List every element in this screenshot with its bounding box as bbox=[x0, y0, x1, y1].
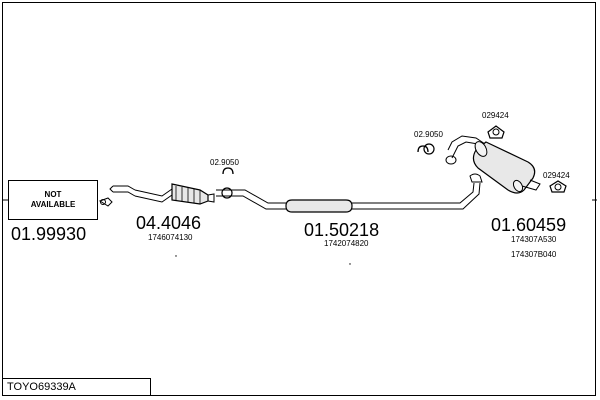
middle-silencer bbox=[216, 173, 483, 213]
rear-silencer bbox=[423, 135, 541, 194]
catalytic-part-number: 04.4046 bbox=[136, 213, 202, 233]
not-available-line-2: AVAILABLE bbox=[30, 200, 76, 209]
assembly-code: TOYO69339A bbox=[3, 378, 151, 396]
rear-oem-number-a: 174307A530 bbox=[511, 235, 557, 244]
not-available-box: NOT AVAILABLE bbox=[8, 180, 98, 220]
front-part-number: 01.99930 bbox=[11, 224, 87, 244]
clamp-a-number: 02.9050 bbox=[210, 158, 239, 167]
catalytic-oem-number: 1746074130 bbox=[148, 233, 193, 242]
gasket-top-number: 029424 bbox=[482, 111, 509, 120]
diagram-frame bbox=[2, 2, 596, 396]
middle-part-number: 01.50218 bbox=[304, 220, 380, 240]
middle-oem-number: 1742074820 bbox=[324, 239, 369, 248]
rear-part-number: 01.60459 bbox=[491, 215, 567, 235]
gasket-side-icon bbox=[549, 180, 567, 193]
not-available-line-1: NOT bbox=[44, 190, 62, 199]
catalytic-converter bbox=[109, 183, 215, 205]
rear-oem-number-b: 174307B040 bbox=[511, 250, 557, 259]
dot-b bbox=[349, 263, 351, 265]
clamp-a-icon bbox=[221, 167, 234, 199]
front-flange bbox=[98, 197, 113, 207]
gasket-top-icon bbox=[487, 125, 505, 139]
clamp-b-icon bbox=[417, 145, 429, 153]
dot-a bbox=[175, 255, 177, 257]
clamp-b-number: 02.9050 bbox=[414, 130, 443, 139]
gasket-side-number: 029424 bbox=[543, 171, 570, 180]
